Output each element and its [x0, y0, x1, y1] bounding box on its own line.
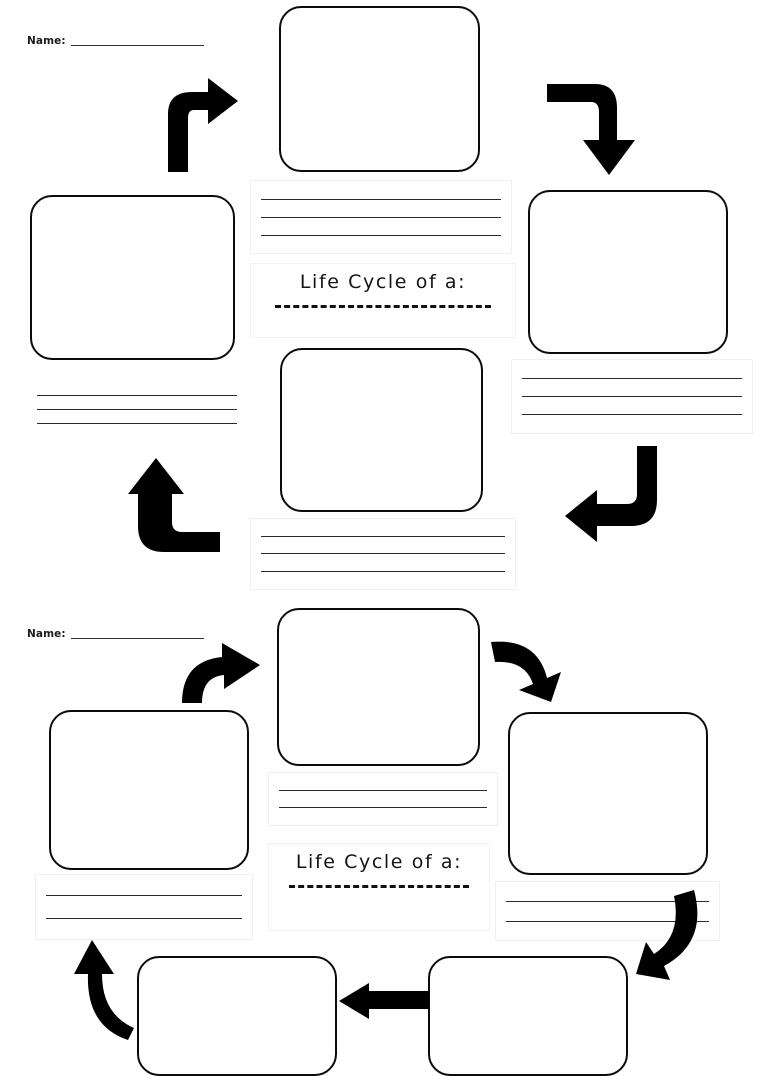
arrow-bottom-right-to-bottom-left: [339, 983, 429, 1019]
title-blank-line[interactable]: [288, 884, 470, 888]
writing-line[interactable]: [279, 807, 487, 808]
stage-box-top[interactable]: [279, 6, 480, 172]
writing-line[interactable]: [506, 900, 709, 902]
writing-line[interactable]: [279, 790, 487, 791]
name-field-bottom[interactable]: Name:: [27, 629, 204, 640]
stage-lines-top[interactable]: [250, 180, 512, 254]
stage-box-left[interactable]: [30, 195, 235, 360]
stage-lines-left[interactable]: [26, 378, 248, 440]
writing-line[interactable]: [37, 394, 237, 396]
title-blank-line[interactable]: [274, 304, 492, 308]
arrow-bottom-to-left: [128, 452, 220, 552]
arrow-left-to-top: [150, 78, 238, 172]
name-input-rule[interactable]: [70, 637, 204, 639]
writing-line[interactable]: [506, 920, 709, 922]
arrow-top-to-right: [547, 80, 635, 175]
stage-box-bottom[interactable]: [280, 348, 483, 512]
worksheet-page: Name: Life Cycle of a:: [0, 6, 768, 1076]
writing-line[interactable]: [37, 422, 237, 424]
stage-lines-right[interactable]: [511, 359, 753, 434]
stage-lines-top[interactable]: [268, 772, 498, 826]
arrow-right-to-bottom: [565, 446, 657, 542]
arrow-top-to-right: [489, 638, 573, 702]
stage-lines-left[interactable]: [35, 874, 253, 940]
stage-box-right[interactable]: [528, 190, 728, 354]
writing-line[interactable]: [261, 536, 505, 538]
stage-box-top[interactable]: [277, 608, 480, 766]
name-label: Name:: [27, 35, 66, 47]
worksheet-top: Name: Life Cycle of a:: [26, 6, 753, 590]
title-panel-top: Life Cycle of a:: [250, 263, 516, 338]
name-field-top[interactable]: Name:: [27, 36, 204, 47]
writing-line[interactable]: [261, 216, 501, 218]
writing-line[interactable]: [261, 553, 505, 555]
worksheet-bottom: Name: Life Cycle of a:: [0, 600, 768, 1076]
arrow-right-to-bottom-right: [630, 890, 702, 990]
stage-box-right[interactable]: [508, 712, 708, 875]
writing-line[interactable]: [522, 414, 742, 416]
arrow-left-to-top: [178, 641, 260, 703]
name-input-rule[interactable]: [70, 44, 204, 46]
stage-box-bottom-left[interactable]: [137, 956, 337, 1076]
writing-line[interactable]: [46, 895, 242, 896]
page-title: Life Cycle of a:: [295, 851, 463, 873]
arrow-bottom-left-to-left: [62, 940, 134, 1040]
writing-line[interactable]: [261, 234, 501, 236]
page-title: Life Cycle of a:: [299, 271, 467, 293]
stage-lines-bottom[interactable]: [250, 518, 516, 590]
title-panel-bottom: Life Cycle of a:: [268, 843, 490, 931]
writing-line[interactable]: [522, 395, 742, 397]
writing-line[interactable]: [46, 918, 242, 919]
stage-box-left[interactable]: [49, 710, 249, 870]
writing-line[interactable]: [37, 408, 237, 410]
name-label: Name:: [27, 628, 66, 640]
stage-box-bottom-right[interactable]: [428, 956, 628, 1076]
writing-line[interactable]: [261, 570, 505, 572]
writing-line[interactable]: [522, 377, 742, 379]
writing-line[interactable]: [261, 198, 501, 200]
